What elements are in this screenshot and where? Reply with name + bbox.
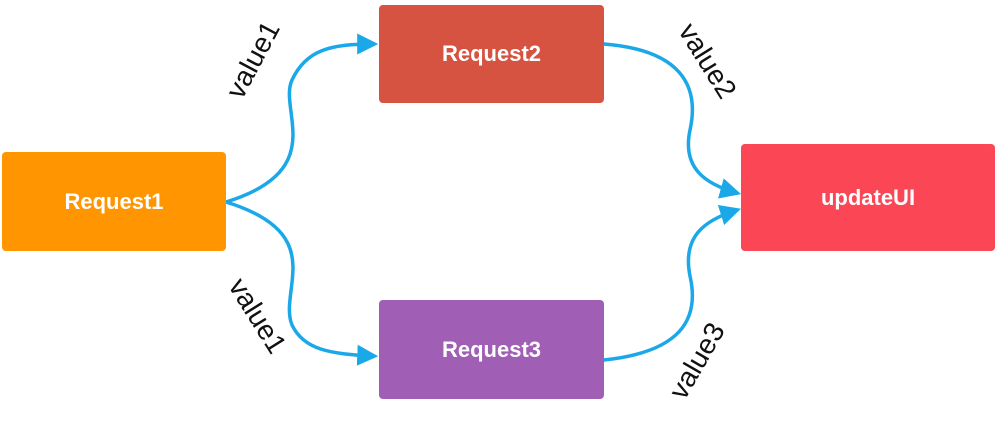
edge-request1-to-request3 (224, 200, 379, 366)
node-updateui: updateUI (741, 144, 995, 251)
node-request3: Request3 (379, 300, 604, 399)
node-request1-label: Request1 (64, 188, 164, 214)
node-request3-label: Request3 (441, 336, 542, 362)
edge-request3-to-updateui (602, 204, 742, 362)
edge-request2-to-updateui (602, 42, 742, 199)
node-updateui-label: updateUI (820, 184, 916, 210)
node-request2: Request2 (379, 5, 604, 103)
node-request1: Request1 (2, 152, 226, 251)
node-request2-label: Request2 (441, 41, 542, 66)
edge-request1-to-request2 (224, 33, 379, 204)
